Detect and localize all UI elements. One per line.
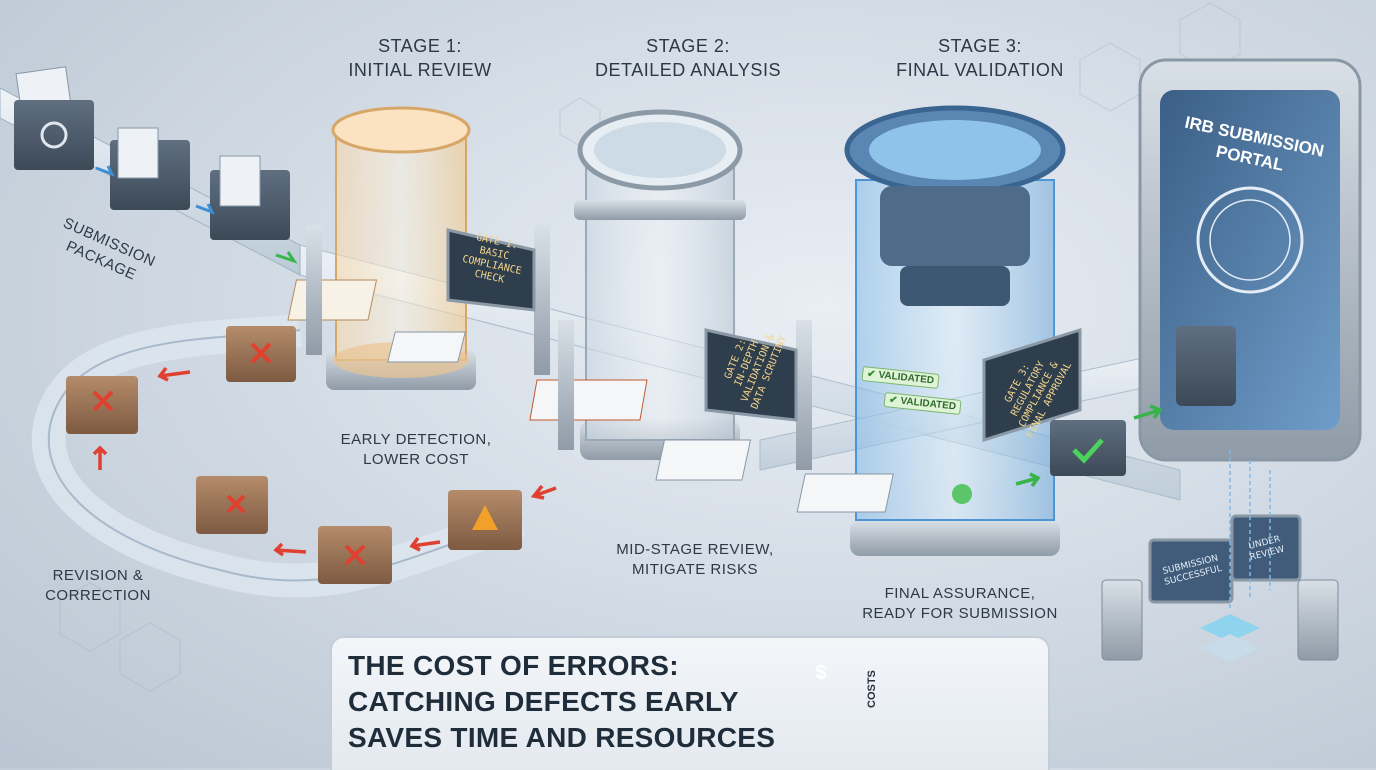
stage3-title: STAGE 3: FINAL VALIDATION — [850, 34, 1110, 82]
banner-line2: CATCHING DEFECTS EARLY — [348, 686, 739, 717]
stage3-title-line2: FINAL VALIDATION — [896, 60, 1064, 80]
banner-line1: THE COST OF ERRORS: — [348, 650, 679, 681]
stage2-title-line2: DETAILED ANALYSIS — [595, 60, 781, 80]
irb-portal — [1138, 58, 1362, 462]
stage2-title-line1: STAGE 2: — [646, 36, 730, 56]
final-assurance-line1: FINAL ASSURANCE, — [884, 585, 1036, 602]
check-icon: ✔ — [866, 368, 877, 381]
gate3-frame — [982, 327, 1082, 443]
cost-banner: THE COST OF ERRORS: CATCHING DEFECTS EAR… — [330, 636, 1050, 770]
mid-stage-line1: MID-STAGE REVIEW, — [616, 541, 774, 558]
stage2-title: STAGE 2: DETAILED ANALYSIS — [558, 34, 818, 82]
red-return-arrows — [92, 366, 557, 557]
stage1-title: STAGE 1: INITIAL REVIEW — [290, 34, 550, 82]
banner-headline: THE COST OF ERRORS: CATCHING DEFECTS EAR… — [348, 648, 775, 756]
early-detection-line1: EARLY DETECTION, — [340, 431, 492, 448]
gate2-frame — [558, 320, 812, 470]
submission-folders — [14, 66, 298, 264]
mid-stage-label: MID-STAGE REVIEW, MITIGATE RISKS — [600, 540, 790, 580]
check-icon: ✔ — [888, 394, 899, 407]
final-assurance-label: FINAL ASSURANCE, READY FOR SUBMISSION — [850, 584, 1070, 624]
stage3-title-line1: STAGE 3: — [938, 36, 1022, 56]
documents-on-belt — [387, 331, 972, 513]
server-stack — [1101, 450, 1339, 662]
stage2-cylinder — [529, 109, 746, 460]
early-detection-label: EARLY DETECTION, LOWER COST — [326, 430, 506, 470]
early-detection-line2: LOWER COST — [363, 451, 469, 468]
revision-label: REVISION & CORRECTION — [28, 566, 168, 606]
mid-stage-line2: MITIGATE RISKS — [632, 561, 758, 578]
stage3-cylinder — [844, 105, 1066, 556]
revision-line1: REVISION & — [52, 567, 144, 584]
costs-axis-label: COSTS — [866, 670, 878, 708]
stage1-title-line2: INITIAL REVIEW — [348, 60, 492, 80]
dollar-icon: $ — [815, 662, 827, 684]
approved-folder — [1050, 420, 1126, 476]
final-assurance-line2: READY FOR SUBMISSION — [862, 605, 1058, 622]
banner-line3: SAVES TIME AND RESOURCES — [348, 722, 776, 753]
revision-line2: CORRECTION — [45, 587, 151, 604]
stage1-title-line1: STAGE 1: — [378, 36, 462, 56]
gate1-frame — [306, 225, 550, 375]
rejected-folders — [66, 326, 522, 584]
